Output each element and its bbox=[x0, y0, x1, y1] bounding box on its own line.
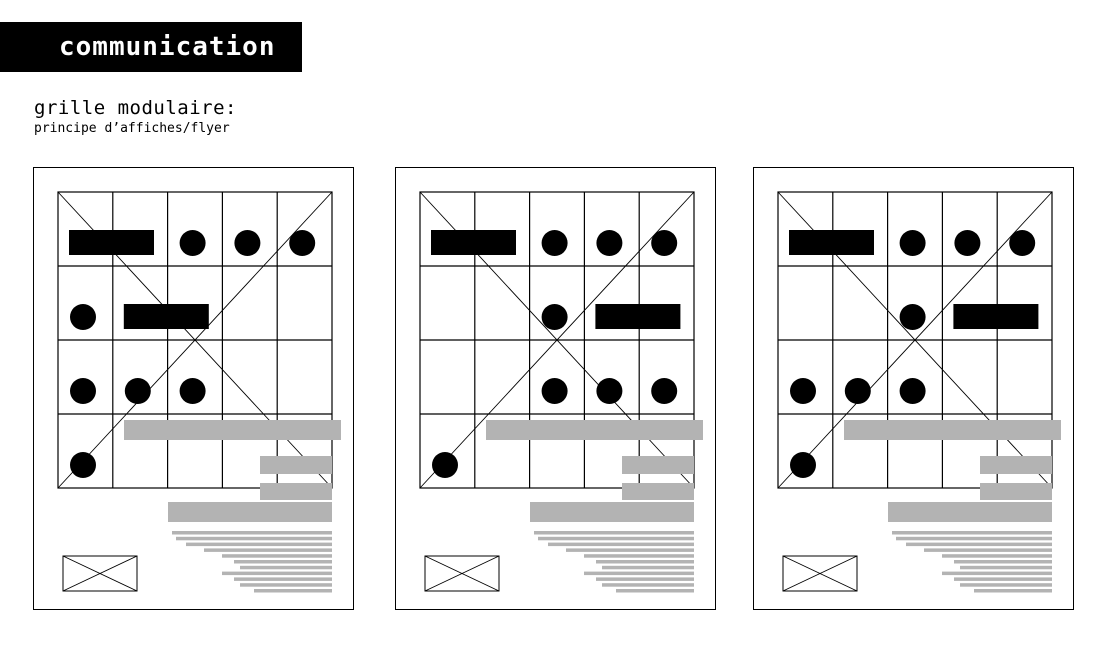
body-text-line bbox=[186, 542, 332, 547]
text-block bbox=[124, 420, 341, 440]
body-text-line bbox=[892, 531, 1052, 535]
body-text-line bbox=[584, 554, 694, 558]
text-block bbox=[980, 456, 1052, 474]
dot bbox=[899, 378, 926, 404]
dot bbox=[179, 230, 206, 256]
dot bbox=[432, 452, 458, 478]
poster-wireframe bbox=[57, 191, 341, 593]
logo-placeholder bbox=[424, 555, 500, 592]
diagram-caption: principe d’affiches/flyer bbox=[34, 121, 230, 136]
text-block bbox=[844, 420, 1061, 440]
body-text-line bbox=[534, 531, 694, 535]
headline-bar bbox=[123, 304, 209, 329]
body-text-line bbox=[172, 531, 332, 535]
dot bbox=[124, 378, 151, 404]
dot bbox=[289, 230, 316, 256]
body-text-line bbox=[240, 565, 332, 570]
dot bbox=[234, 230, 261, 256]
headline-bar bbox=[595, 304, 681, 329]
body-text-line bbox=[234, 577, 332, 581]
logo-placeholder-diagonal bbox=[782, 555, 858, 592]
body-text-line bbox=[974, 589, 1052, 593]
body-text-line bbox=[954, 560, 1052, 564]
body-text-line bbox=[548, 542, 694, 547]
dot bbox=[541, 304, 568, 330]
page-title: communication bbox=[59, 32, 276, 62]
text-block bbox=[980, 483, 1052, 500]
image-placeholder-diagonal bbox=[419, 191, 695, 489]
poster-wireframe bbox=[777, 191, 1061, 593]
dot bbox=[596, 378, 623, 404]
dot bbox=[70, 304, 96, 330]
body-text-line bbox=[538, 536, 694, 541]
dot bbox=[70, 378, 96, 404]
body-text-line bbox=[234, 560, 332, 564]
poster-3 bbox=[753, 167, 1074, 610]
body-text-line bbox=[596, 577, 694, 581]
dot bbox=[70, 452, 96, 478]
text-block bbox=[260, 483, 332, 500]
text-block bbox=[888, 502, 1052, 522]
poster-1 bbox=[33, 167, 354, 610]
logo-placeholder-diagonal bbox=[62, 555, 138, 592]
body-text-line bbox=[254, 589, 332, 593]
text-block bbox=[530, 502, 694, 522]
body-text-line bbox=[616, 589, 694, 593]
headline-bar bbox=[789, 230, 874, 255]
dot bbox=[899, 230, 926, 256]
body-text-line bbox=[602, 583, 694, 587]
body-text-line bbox=[960, 583, 1052, 587]
logo-placeholder bbox=[782, 555, 858, 592]
dot bbox=[651, 230, 678, 256]
body-text-line bbox=[896, 536, 1052, 541]
text-block bbox=[168, 502, 332, 522]
dot bbox=[954, 230, 981, 256]
body-text-line bbox=[602, 565, 694, 570]
body-text-line bbox=[222, 571, 332, 576]
logo-placeholder-diagonal bbox=[424, 555, 500, 592]
body-text-line bbox=[566, 548, 694, 552]
body-text-line bbox=[960, 565, 1052, 570]
text-block bbox=[622, 483, 694, 500]
body-text-line bbox=[954, 577, 1052, 581]
dot bbox=[541, 230, 568, 256]
poster-2 bbox=[395, 167, 716, 610]
body-text-line bbox=[906, 542, 1052, 547]
body-text-line bbox=[924, 548, 1052, 552]
body-text-line bbox=[176, 536, 332, 541]
dot bbox=[541, 378, 568, 404]
body-text-line bbox=[584, 571, 694, 576]
dot bbox=[844, 378, 871, 404]
title-bar: communication bbox=[0, 22, 302, 72]
dot bbox=[651, 378, 678, 404]
body-text-line bbox=[222, 554, 332, 558]
dot bbox=[790, 452, 816, 478]
dot bbox=[179, 378, 206, 404]
dot bbox=[899, 304, 926, 330]
dot bbox=[1009, 230, 1036, 256]
headline-bar bbox=[953, 304, 1039, 329]
poster-wireframe bbox=[419, 191, 703, 593]
headline-bar bbox=[431, 230, 516, 255]
headline-bar bbox=[69, 230, 154, 255]
dot bbox=[790, 378, 816, 404]
body-text-line bbox=[942, 554, 1052, 558]
text-block bbox=[486, 420, 703, 440]
dot bbox=[596, 230, 623, 256]
image-placeholder-diagonal bbox=[777, 191, 1053, 489]
body-text-line bbox=[204, 548, 332, 552]
text-block bbox=[260, 456, 332, 474]
body-text-line bbox=[596, 560, 694, 564]
logo-placeholder bbox=[62, 555, 138, 592]
image-placeholder-diagonal bbox=[57, 191, 333, 489]
text-block bbox=[622, 456, 694, 474]
body-text-line bbox=[240, 583, 332, 587]
body-text-line bbox=[942, 571, 1052, 576]
diagram-subtitle: grille modulaire: bbox=[34, 97, 237, 119]
